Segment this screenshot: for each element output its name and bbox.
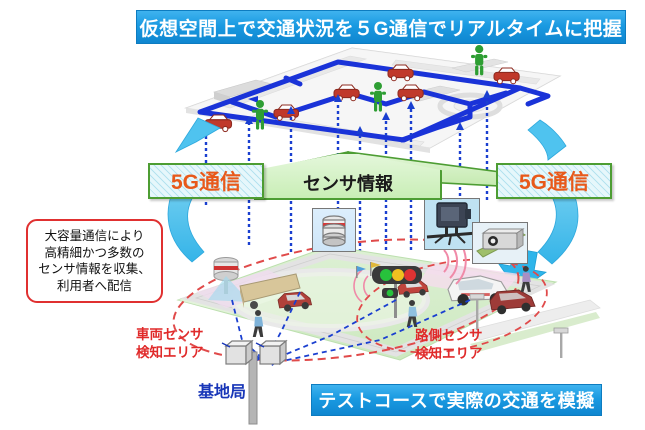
roadside-sensor-unit-photo [424,198,480,250]
lidar-sensor-icon [312,208,356,252]
roadside-sensor-area-label: 路側センサ 検知エリア [415,328,483,361]
test-course-pedestrian [252,266,531,337]
vehicle-sensor-area-label: 車両センサ 検知エリア [136,327,204,360]
sensor-info-label: センサ情報 [303,174,393,194]
bottom-banner: テストコースで実際の交通を模擬 [311,384,602,416]
fiveg-label-left: 5G通信 [148,163,264,199]
virtual-space-platform [184,45,562,153]
callout-line-4: 利用者へ配信 [56,278,132,293]
test-course-truck [239,273,301,309]
roadside-pole [469,293,569,358]
test-course-plane [172,237,601,425]
sensor-link-line [231,291,471,363]
course-marker-flag [356,262,381,278]
virtual-pedestrian [252,45,488,130]
fiveg-label-right: 5G通信 [496,163,612,199]
camera-sensor-photo [472,222,528,264]
callout-line-2: 高精細かつ多数の [44,245,145,260]
test-course-car-darkred [489,289,536,315]
top-banner: 仮想空間上で交通状況を５G通信でリアルタイムに把握 [136,10,626,44]
base-station-label: 基地局 [198,384,247,401]
sensor-info-badge: センサ情報 [254,152,442,200]
uplink-arrow-head [202,90,491,134]
capacity-callout: 大容量通信により 高精細かつ多数の センサ情報を収集、 利用者へ配信 [26,219,163,303]
lidar-sensor-device [208,257,250,302]
traffic-signal [372,266,422,318]
callout-line-1: 大容量通信により [44,229,145,243]
callout-line-3: センサ情報を収集、 [38,262,151,276]
test-course-car-red [277,291,313,312]
base-station-tower [221,339,288,425]
roadside-sensor-detect-area [356,258,548,354]
